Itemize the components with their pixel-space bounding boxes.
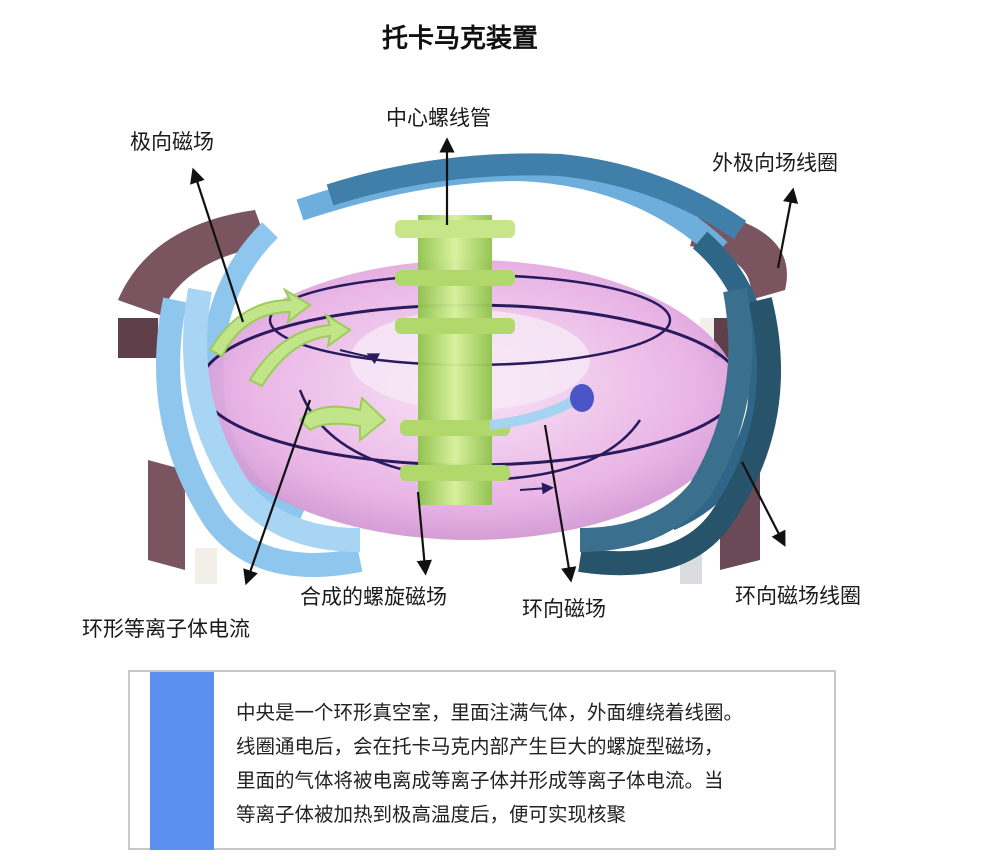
label-toroidal-field: 环向磁场 <box>522 593 606 623</box>
note-accent-bar <box>150 672 214 850</box>
note-line: 线圈通电后，会在托卡马克内部产生巨大的螺旋型磁场， <box>236 730 826 764</box>
label-toroidal-coil: 环向磁场线圈 <box>735 580 861 610</box>
label-plasma-current: 环形等离子体电流 <box>82 613 250 643</box>
label-helical-field: 合成的螺旋磁场 <box>300 581 447 611</box>
text-fade-overlay <box>700 790 830 840</box>
note-line: 中央是一个环形真空室，里面注满气体，外面缠绕着线圈。 <box>236 696 826 730</box>
arrow-outer-coil <box>778 195 792 268</box>
label-outer-poloidal-coil: 外极向场线圈 <box>712 147 838 177</box>
diagram-title: 托卡马克装置 <box>0 18 920 55</box>
label-poloidal-field: 极向磁场 <box>130 126 214 156</box>
label-central-solenoid: 中心螺线管 <box>386 102 491 132</box>
